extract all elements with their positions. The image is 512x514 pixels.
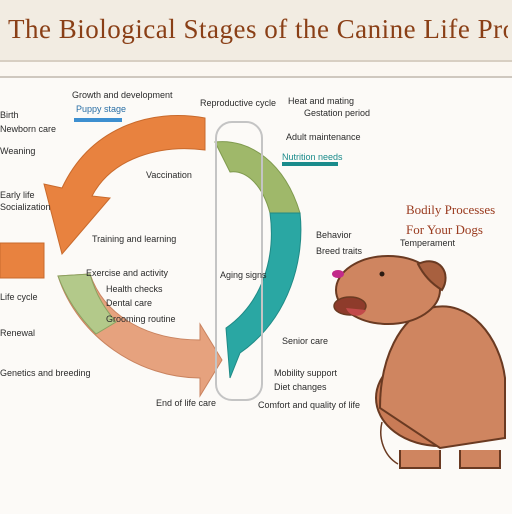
label-upper-left-a: Birth [0,110,19,120]
label-top-right-b: Heat and mating [288,96,355,106]
label-center-f: Grooming routine [106,314,176,324]
label-upper-left-c: Weaning [0,146,36,156]
label-bottom-b: Comfort and quality of life [258,400,361,410]
label-lower-left-b: Renewal [0,328,36,338]
label-mid-right-b: Nutrition needs [282,152,343,162]
title-bar: The Biological Stages of the Canine Life… [0,0,512,62]
side-title-line1: Bodily Processes [406,202,496,217]
label-center-a: Vaccination [146,170,192,180]
label-center-e: Dental care [106,298,153,308]
label-center-d: Health checks [106,284,163,294]
label-lower-right-b: Mobility support [274,368,338,378]
label-right-b: Temperament [400,238,456,248]
label-left-b: Socialization [0,202,51,212]
highlight-bar-blue [74,118,122,122]
dog-illustration [332,255,506,469]
cycle-arrow-green-lower [57,273,117,335]
label-lower-right-c: Diet changes [274,382,327,392]
label-lower-right-a: Senior care [282,336,329,346]
side-title-line2: For Your Dogs [406,222,483,237]
label-lower-left-c: Genetics and breeding [0,368,91,378]
label-mid-right-a: Adult maintenance [286,132,361,142]
label-upper-left-b: Newborn care [0,124,57,134]
life-cycle-diagram [0,115,506,469]
label-right-c: Breed traits [316,246,363,256]
side-title: Bodily Processes For Your Dogs [406,200,512,240]
label-top-center-b: Puppy stage [76,104,127,114]
page-title: The Biological Stages of the Canine Life… [8,14,508,44]
label-right-a: Behavior [316,230,352,240]
label-top-right-a: Reproductive cycle [200,98,277,108]
diagram-panel: Growth and development Puppy stage Repro… [0,76,512,514]
label-left-a: Early life [0,190,35,200]
label-top-center: Growth and development [72,90,173,100]
cycle-arrow-orange [43,115,206,256]
label-center-b: Training and learning [92,234,177,244]
cycle-arrow-left-stub [0,242,45,279]
cycle-arrow-teal [225,212,302,379]
label-center-c: Exercise and activity [86,268,169,278]
stage-frame [215,121,263,401]
label-lower-left-a: Life cycle [0,292,38,302]
label-bottom-a: End of life care [156,398,217,408]
highlight-bar-teal [282,162,338,166]
label-center-right: Aging signs [220,270,267,280]
label-top-right-c: Gestation period [304,108,371,118]
